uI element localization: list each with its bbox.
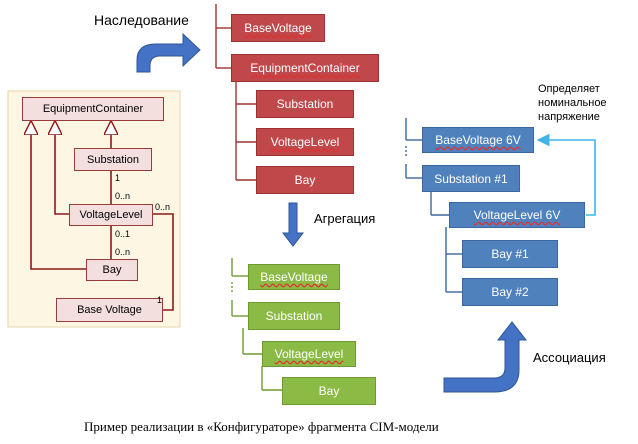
- defines-note: Определяет номинальное напряжение: [538, 83, 607, 123]
- blue-bay-1-label: Bay #1: [491, 247, 529, 261]
- green-voltage-level: VoltageLevel: [262, 341, 356, 367]
- inheritance-label: Наследование: [94, 12, 189, 28]
- red-bay: Bay: [256, 166, 354, 194]
- blue-bay-1: Bay #1: [462, 240, 558, 268]
- green-substation: Substation: [248, 302, 340, 330]
- uml-substation: Substation: [74, 148, 152, 171]
- mult-sub-vl-one: 1: [115, 173, 121, 183]
- uml-base-voltage: Base Voltage: [56, 298, 163, 322]
- inheritance-arrow: [136, 32, 201, 73]
- blue-substation: Substation #1: [422, 165, 520, 192]
- aggregation-label: Агрегация: [314, 211, 376, 226]
- red-voltage-level-label: VoltageLevel: [270, 135, 340, 149]
- mult-sub-vl-many: 0..n: [115, 191, 131, 201]
- blue-base-voltage: BaseVoltage 6V: [422, 127, 534, 153]
- green-bay-label: Bay: [318, 384, 340, 398]
- red-base-voltage-label: BaseVoltage: [244, 21, 312, 35]
- red-substation: Substation: [256, 90, 354, 118]
- red-base-voltage: BaseVoltage: [231, 14, 325, 42]
- red-equipment-container-label: EquipmentContainer: [250, 61, 360, 75]
- red-voltage-level: VoltageLevel: [256, 128, 354, 156]
- aggregation-arrow: [281, 202, 305, 247]
- blue-base-voltage-label: BaseVoltage 6V: [435, 133, 521, 147]
- association-label: Ассоциация: [533, 350, 606, 365]
- blue-voltage-level-label: VoltageLevel 6V: [473, 208, 561, 222]
- green-base-voltage-label: BaseVoltage: [260, 270, 328, 284]
- green-base-voltage: BaseVoltage: [248, 264, 340, 290]
- red-equipment-container: EquipmentContainer: [231, 54, 379, 82]
- mult-vl-bv-one: 1: [157, 295, 163, 305]
- uml-voltage-level: VoltageLevel: [69, 204, 153, 226]
- figure-caption: Пример реализации в «Конфигураторе» фраг…: [84, 419, 439, 434]
- green-bay: Bay: [282, 377, 376, 405]
- green-voltage-level-label: VoltageLevel: [274, 347, 344, 361]
- uml-equipment-container: EquipmentContainer: [22, 97, 164, 121]
- uml-bay: Bay: [86, 259, 138, 281]
- mult-vl-bv-many: 0..n: [155, 202, 171, 212]
- green-substation-label: Substation: [265, 309, 323, 323]
- blue-bay-2: Bay #2: [462, 278, 558, 306]
- mult-vl-bay-one: 0..1: [115, 229, 131, 239]
- blue-voltage-level: VoltageLevel 6V: [449, 202, 585, 228]
- red-substation-label: Substation: [276, 97, 334, 111]
- blue-bay-2-label: Bay #2: [491, 285, 529, 299]
- mult-vl-bay-many: 0..n: [115, 247, 131, 257]
- red-bay-label: Bay: [294, 173, 316, 187]
- association-arrow: [443, 321, 528, 393]
- blue-substation-label: Substation #1: [434, 171, 508, 186]
